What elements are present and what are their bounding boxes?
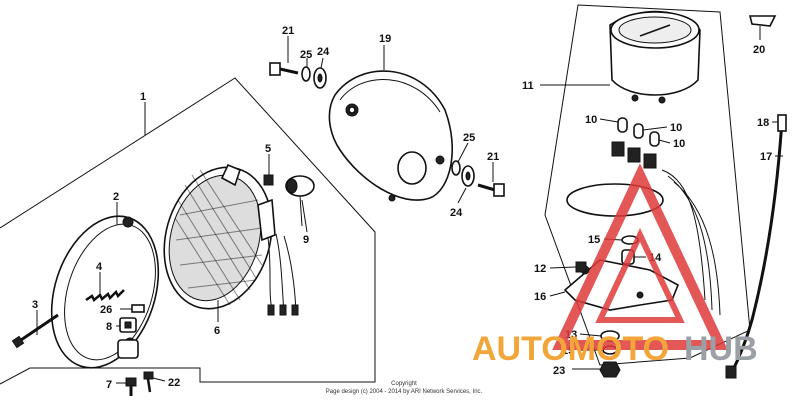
headlight-rim (50, 215, 160, 369)
tag-20 (748, 15, 777, 27)
callout-3: 3 (32, 299, 38, 311)
callout-4: 4 (96, 261, 103, 273)
callout-21b: 21 (487, 151, 499, 163)
callout-6: 6 (214, 325, 220, 337)
headlight-case (328, 70, 453, 202)
meter-case (566, 169, 721, 316)
sealed-beam-unit (163, 163, 299, 316)
callout-15a: 15 (588, 234, 600, 246)
watermark-text-main: AUTOMOTO (472, 330, 669, 368)
callout-11: 11 (522, 80, 534, 92)
callout-10c: 10 (673, 138, 685, 150)
callout-22: 22 (168, 377, 180, 389)
callout-1: 1 (140, 91, 146, 103)
callout-5: 5 (265, 143, 271, 155)
callout-12: 12 (534, 263, 546, 275)
speedometer-group-outline (544, 4, 751, 366)
screw-22 (143, 371, 154, 393)
nut-23 (599, 361, 621, 378)
indicator-bulbs (611, 117, 660, 169)
callout-24b: 24 (450, 207, 463, 219)
callout-16: 16 (534, 291, 546, 303)
copyright-title: Copyright (391, 381, 417, 387)
copyright-text: Page design (c) 2004 - 2014 by ARI Netwo… (326, 389, 483, 395)
speedometer (609, 10, 701, 104)
callout-25a: 25 (300, 49, 312, 61)
spring (85, 289, 125, 302)
callout-25b: 25 (463, 132, 475, 144)
screw-12 (575, 261, 587, 273)
washer-25-right (451, 160, 461, 176)
callout-10a: 10 (585, 114, 597, 126)
callout-7: 7 (106, 379, 112, 391)
callout-20: 20 (753, 44, 765, 56)
callout-2: 2 (113, 191, 119, 203)
headlight-group-outline (0, 77, 376, 385)
bolt-21-top (269, 62, 299, 76)
bolt-21-right (477, 183, 505, 197)
washer-25-top (301, 66, 311, 82)
watermark-text-sub: HUB (684, 330, 758, 368)
callout-9: 9 (303, 234, 309, 246)
callout-24a: 24 (317, 46, 330, 58)
callout-18: 18 (757, 117, 769, 129)
watermark-logo (552, 163, 728, 350)
screw-7 (125, 377, 137, 396)
bulb-socket (285, 175, 315, 227)
callout-23: 23 (553, 365, 565, 377)
callout-19: 19 (379, 33, 391, 45)
speedometer-cable (725, 114, 787, 379)
callout-26: 26 (100, 304, 112, 316)
callout-17: 17 (760, 151, 772, 163)
adjusting-screw (11, 313, 59, 349)
nut (131, 304, 145, 313)
callout-10b: 10 (670, 122, 682, 134)
clip-5 (263, 174, 274, 186)
callout-8: 8 (106, 321, 112, 333)
callout-21a: 21 (282, 25, 294, 37)
